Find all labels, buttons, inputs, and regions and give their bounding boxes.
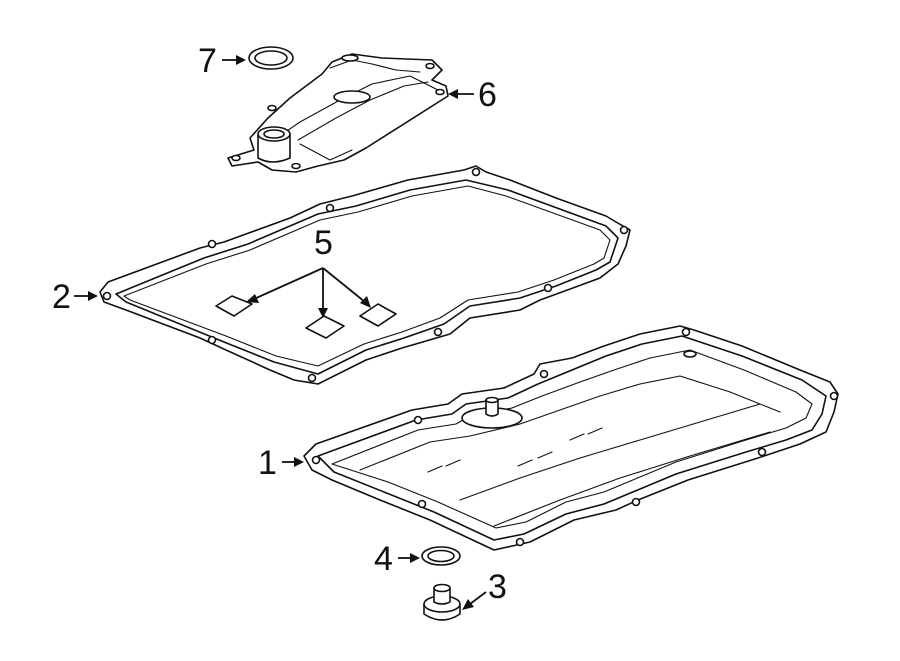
callout-3-label: 3	[488, 568, 507, 606]
part-3-drain-plug[interactable]	[423, 583, 461, 621]
callout-5-label: 5	[314, 224, 333, 262]
callout-4: 4	[374, 540, 420, 578]
callout-2: 2	[52, 278, 98, 316]
callout-6-label: 6	[478, 76, 497, 114]
part-2-gasket[interactable]	[99, 165, 631, 385]
callout-1-label: 1	[258, 444, 277, 482]
callout-7: 7	[198, 42, 246, 80]
part-4-seal[interactable]	[421, 546, 461, 566]
part-5-magnets[interactable]	[215, 295, 397, 339]
part-7-o-ring[interactable]	[248, 46, 294, 70]
callout-3: 3	[462, 568, 507, 610]
callout-2-label: 2	[52, 278, 71, 316]
callout-4-label: 4	[374, 540, 393, 578]
callout-1: 1	[258, 444, 304, 482]
part-6-filter[interactable]	[227, 53, 449, 173]
callout-5: 5	[246, 224, 371, 318]
callout-6: 6	[448, 76, 497, 114]
callout-7-label: 7	[198, 42, 217, 80]
part-1-oil-pan[interactable]	[303, 325, 839, 551]
